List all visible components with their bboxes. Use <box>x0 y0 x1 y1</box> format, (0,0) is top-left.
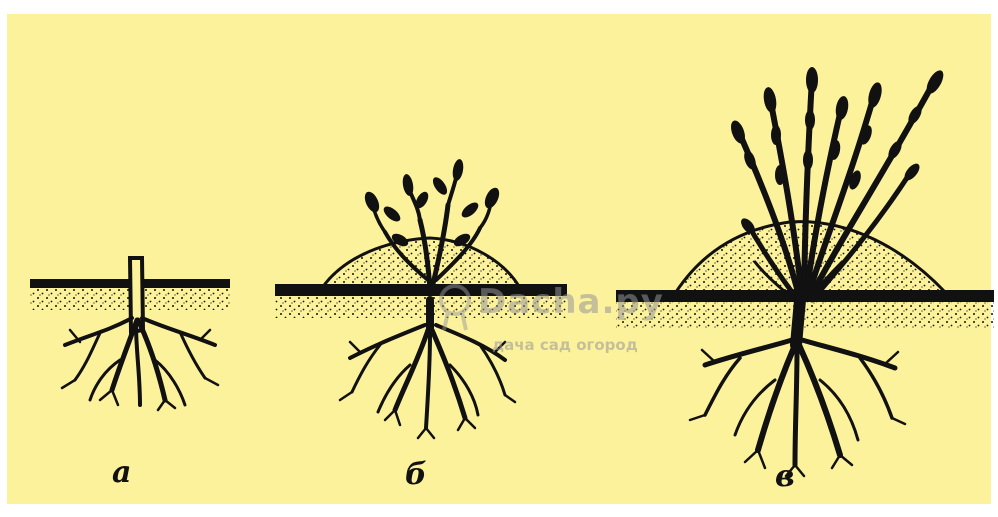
stage-label-b: б <box>405 460 427 490</box>
stage-label-a: а <box>112 458 131 488</box>
stage-c-drawing <box>616 67 994 476</box>
shoot-leaves-b <box>362 158 502 249</box>
stage-a-drawing <box>30 258 230 410</box>
stage-label-c: в <box>775 462 795 492</box>
watermark-subtitle: дача сад огород <box>492 336 638 354</box>
soil-mound-b <box>322 238 520 288</box>
watermark-title: Dacha.py <box>478 282 664 322</box>
